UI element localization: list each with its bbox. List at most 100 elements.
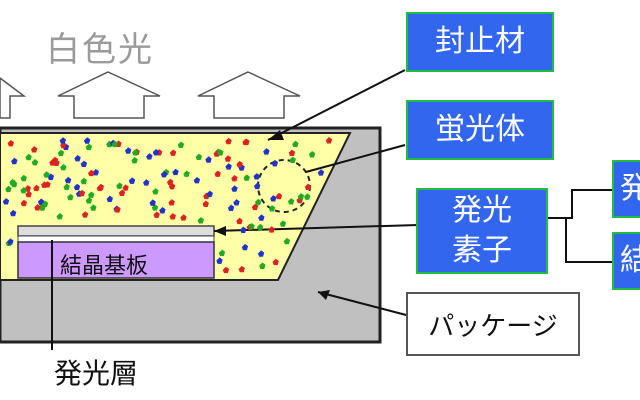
phosphor-particle — [7, 238, 14, 245]
phosphor-particle — [222, 266, 230, 274]
callout-right-top-partial: 発 — [612, 160, 640, 218]
phosphor-particle — [268, 226, 275, 233]
phosphor-particle — [151, 204, 159, 211]
phosphor-particle — [202, 200, 209, 207]
crystal-substrate — [17, 241, 215, 279]
phosphor-particle — [275, 192, 283, 200]
callout-led-chip: 発光 素子 — [416, 188, 548, 274]
white-light-arrow-3 — [197, 71, 301, 119]
emitting-layer-inner — [17, 235, 215, 243]
phosphor-particle — [20, 174, 27, 182]
phosphor-particle — [193, 176, 201, 184]
phosphor-particle — [304, 183, 312, 191]
package-label-box: パッケージ — [406, 292, 580, 356]
phosphor-particle — [152, 188, 159, 195]
phosphor-particle — [60, 164, 67, 171]
phosphor-particle — [53, 159, 60, 166]
phosphor-particle — [146, 153, 153, 160]
phosphor-particle — [206, 190, 213, 197]
phosphor-particle — [197, 217, 204, 224]
phosphor-particle — [254, 182, 261, 190]
phosphor-particle — [225, 137, 232, 145]
substrate-label: 結晶基板 — [60, 254, 149, 279]
phosphor-particle — [259, 262, 266, 269]
phosphor-particle — [132, 149, 139, 156]
phosphor-particle — [83, 137, 91, 144]
phosphor-particle — [292, 140, 299, 148]
phosphor-particle — [263, 148, 270, 155]
phosphor-particle — [152, 148, 160, 156]
phosphor-particle — [96, 184, 104, 192]
phosphor-particle — [143, 179, 150, 186]
phosphor-particle — [80, 160, 88, 168]
phosphor-particle — [236, 217, 243, 225]
callout-sealant: 封止材 — [406, 12, 554, 72]
phosphor-particle — [25, 190, 32, 198]
phosphor-particle — [41, 181, 48, 188]
phosphor-particle — [81, 211, 89, 218]
phosphor-particle — [59, 137, 67, 144]
phosphor-particle — [122, 184, 129, 191]
phosphor-particle — [168, 199, 175, 206]
white-light-arrow-1 — [0, 77, 27, 119]
phosphor-particle — [268, 205, 276, 212]
callout-led-chip-line2: 素子 — [452, 233, 512, 268]
phosphor-particle — [253, 173, 260, 180]
phosphor-particle — [218, 249, 226, 257]
phosphor-particle — [283, 237, 291, 245]
phosphor-particle — [67, 193, 74, 201]
phosphor-particle — [214, 170, 221, 177]
phosphor-particle — [240, 226, 247, 234]
phosphor-particle — [106, 195, 113, 203]
phosphor-particle — [248, 222, 255, 230]
phosphor-particle — [31, 158, 39, 166]
phosphor-particle — [289, 156, 296, 164]
phosphor-particle — [279, 220, 287, 227]
phosphor-particle — [85, 197, 93, 204]
phosphor-particle — [43, 171, 50, 178]
phosphor-particle — [272, 258, 279, 266]
phosphor-particle — [64, 176, 72, 184]
phosphor-particle — [243, 174, 250, 181]
phosphor-particle — [20, 186, 27, 194]
phosphor-particle — [242, 138, 249, 146]
phosphor-particle — [271, 159, 279, 167]
phosphor-particle — [9, 209, 17, 217]
callout-right-bottom-partial: 結 — [612, 232, 640, 290]
phosphor-particle — [231, 185, 238, 192]
phosphor-particle — [256, 223, 264, 231]
phosphor-particle — [254, 198, 262, 206]
phosphor-particle — [20, 199, 28, 207]
phosphor-particle — [88, 169, 95, 177]
phosphor-particle — [56, 213, 63, 220]
phosphor-particle — [114, 206, 121, 213]
phosphor-particle — [41, 200, 49, 208]
phosphor-particle — [57, 149, 65, 157]
phosphor-particle — [227, 204, 235, 212]
phosphor-particle — [205, 156, 212, 163]
phosphor-particle — [224, 155, 232, 162]
phosphor-particle — [160, 170, 168, 178]
phosphor-particle — [304, 193, 311, 200]
phosphor-particle — [63, 183, 70, 191]
phosphor-particle — [258, 214, 265, 221]
phosphor-particle — [131, 157, 138, 164]
phosphor-particle — [111, 140, 118, 148]
phosphor-particle — [124, 147, 132, 154]
phosphor-particle — [128, 177, 136, 184]
white-light-label: 白色光 — [46, 30, 154, 70]
phosphor-particle — [7, 139, 15, 147]
phosphor-particle — [257, 250, 265, 257]
emitting-layer-label: 発光層 — [54, 357, 139, 390]
phosphor-particle — [78, 189, 86, 197]
phosphor-particle — [177, 141, 185, 148]
phosphor-particle — [11, 157, 18, 165]
phosphor-particles — [2, 137, 333, 274]
callout-led-chip-line1: 発光 — [452, 193, 512, 228]
phosphor-particle — [74, 155, 81, 162]
phosphor-particle — [172, 168, 179, 176]
phosphor-particle — [217, 149, 224, 156]
phosphor-particle — [30, 146, 38, 153]
phosphor-particle — [73, 183, 81, 191]
